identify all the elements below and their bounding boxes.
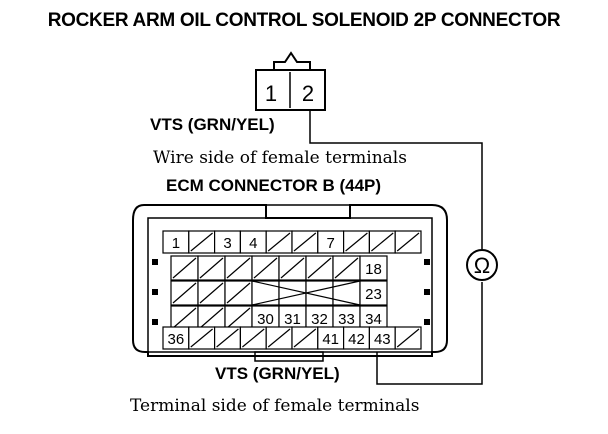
ecm-pin-row2-5 — [278, 255, 307, 281]
solenoid-pin-1: 1 — [265, 81, 277, 106]
ecm-pin-row3-3 — [224, 280, 253, 306]
side-lock-marks — [152, 259, 430, 325]
ecm-pin-row5-7: 41 — [317, 326, 345, 350]
svg-text:31: 31 — [284, 311, 301, 328]
svg-text:30: 30 — [257, 311, 274, 328]
ecm-pin-row1-6 — [291, 230, 319, 254]
ecm-pin-row2-7 — [332, 255, 361, 281]
svg-text:36: 36 — [168, 331, 185, 348]
ecm-pin-row5-10 — [394, 326, 422, 350]
ohmmeter-icon: Ω — [466, 249, 498, 281]
ecm-pin-row1-1: 1 — [162, 230, 190, 254]
ecm-pin-row5-9: 43 — [368, 326, 396, 350]
ecm-pin-row1-4: 4 — [239, 230, 267, 254]
ecm-pin-row4-3 — [224, 305, 253, 331]
ecm-pin-row5-3 — [214, 326, 242, 350]
ecm-pin-row1-5 — [265, 230, 293, 254]
ecm-pin-row2-6 — [305, 255, 334, 281]
solenoid-connector — [255, 51, 326, 111]
svg-text:41: 41 — [322, 331, 339, 348]
ecm-pin-row4-5: 31 — [278, 305, 307, 331]
ecm-pin-row2-8: 18 — [359, 255, 388, 281]
ecm-pin-row4-4: 30 — [251, 305, 280, 331]
ecm-wire-label: VTS (GRN/YEL) — [215, 364, 340, 383]
ecm-pin-row1-7: 7 — [317, 230, 345, 254]
ecm-pin-row4-7: 33 — [332, 305, 361, 331]
ecm-pin-row1-8 — [343, 230, 371, 254]
ecm-connector-title: ECM CONNECTOR B (44P) — [166, 176, 382, 195]
ecm-pin-row4-6: 32 — [305, 305, 334, 331]
svg-text:43: 43 — [374, 331, 391, 348]
ecm-pin-row3-5 — [278, 280, 307, 306]
svg-text:34: 34 — [365, 311, 382, 328]
ecm-view-label: Terminal side of female terminals — [130, 396, 420, 416]
svg-text:32: 32 — [311, 311, 328, 328]
ecm-pin-row5-8: 42 — [343, 326, 371, 350]
solenoid-view-label: Wire side of female terminals — [153, 148, 407, 168]
ecm-pin-row5-4 — [239, 326, 267, 350]
solenoid-pin-2: 2 — [302, 81, 314, 106]
svg-text:42: 42 — [348, 331, 365, 348]
ecm-pin-row1-3: 3 — [214, 230, 242, 254]
svg-text:7: 7 — [327, 235, 335, 252]
ecm-pin-row2-3 — [224, 255, 253, 281]
svg-text:23: 23 — [365, 286, 382, 303]
svg-text:4: 4 — [249, 235, 257, 252]
ecm-pin-row4-8: 34 — [359, 305, 388, 331]
svg-text:33: 33 — [338, 311, 355, 328]
svg-text:3: 3 — [223, 235, 231, 252]
ecm-pin-row5-5 — [265, 326, 293, 350]
svg-text:1: 1 — [172, 235, 180, 252]
ohm-symbol: Ω — [474, 253, 490, 278]
ecm-pin-row3-2 — [197, 280, 226, 306]
ecm-pin-row3-1 — [170, 280, 199, 306]
ecm-pin-row3-6 — [305, 280, 334, 306]
ecm-pin-row5-1: 36 — [162, 326, 190, 350]
ecm-pin-row3-8: 23 — [359, 280, 388, 306]
ecm-pin-row1-2 — [188, 230, 216, 254]
svg-text:18: 18 — [365, 261, 382, 278]
test-lead-wire — [309, 110, 483, 385]
ecm-pin-row4-1 — [170, 305, 199, 331]
ecm-pin-row2-2 — [197, 255, 226, 281]
ecm-pin-row5-2 — [188, 326, 216, 350]
diagram-title: ROCKER ARM OIL CONTROL SOLENOID 2P CONNE… — [47, 10, 561, 31]
blank-cross-line-2 — [251, 280, 361, 306]
solenoid-wire-label: VTS (GRN/YEL) — [150, 115, 275, 134]
ecm-connector-body — [132, 204, 448, 362]
ecm-pin-row1-10 — [394, 230, 422, 254]
ecm-pin-row3-7 — [332, 280, 361, 306]
ecm-pin-row2-1 — [170, 255, 199, 281]
ecm-pin-row2-4 — [251, 255, 280, 281]
ecm-pin-row3-4 — [251, 280, 280, 306]
ecm-pin-row1-9 — [368, 230, 396, 254]
ecm-pin-row5-6 — [291, 326, 319, 350]
ecm-pin-row4-2 — [197, 305, 226, 331]
